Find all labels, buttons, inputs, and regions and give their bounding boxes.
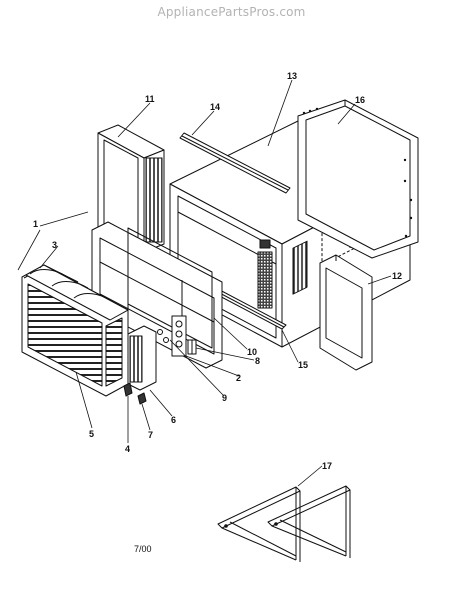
callout-14: 14: [210, 102, 220, 112]
callout-6: 6: [171, 415, 176, 425]
support-bracket-part: [217, 485, 351, 562]
top-rail-part: [179, 132, 291, 194]
callout-labels: 1 2 3 4 5 6 7 8 9 10 11 12 13 14 15 16 1…: [33, 71, 402, 471]
knob-part: [187, 339, 197, 355]
air-deflector-part: [127, 325, 157, 391]
callout-13: 13: [287, 71, 297, 81]
watermark-text: AppliancePartsPros.com: [157, 5, 306, 19]
callout-3: 3: [52, 240, 57, 250]
callout-12: 12: [392, 271, 402, 281]
callout-4: 4: [125, 444, 130, 454]
callout-8: 8: [255, 356, 260, 366]
callout-15: 15: [298, 360, 308, 370]
right-side-frame-part: [319, 254, 373, 371]
leader-lines: [17, 79, 392, 487]
callout-10: 10: [247, 347, 257, 357]
callout-9: 9: [222, 393, 227, 403]
callout-1: 1: [33, 219, 38, 229]
callout-16: 16: [355, 95, 365, 105]
revision-date: 7/00: [134, 544, 152, 554]
callout-5: 5: [89, 429, 94, 439]
callout-7: 7: [148, 430, 153, 440]
hardware-part: [123, 382, 147, 405]
callout-11: 11: [145, 94, 155, 104]
callout-2: 2: [236, 373, 241, 383]
front-grille-part: [21, 264, 129, 397]
callout-17: 17: [322, 461, 332, 471]
back-panel-part: [297, 99, 419, 259]
front-bezel-frame-part: [91, 221, 223, 369]
